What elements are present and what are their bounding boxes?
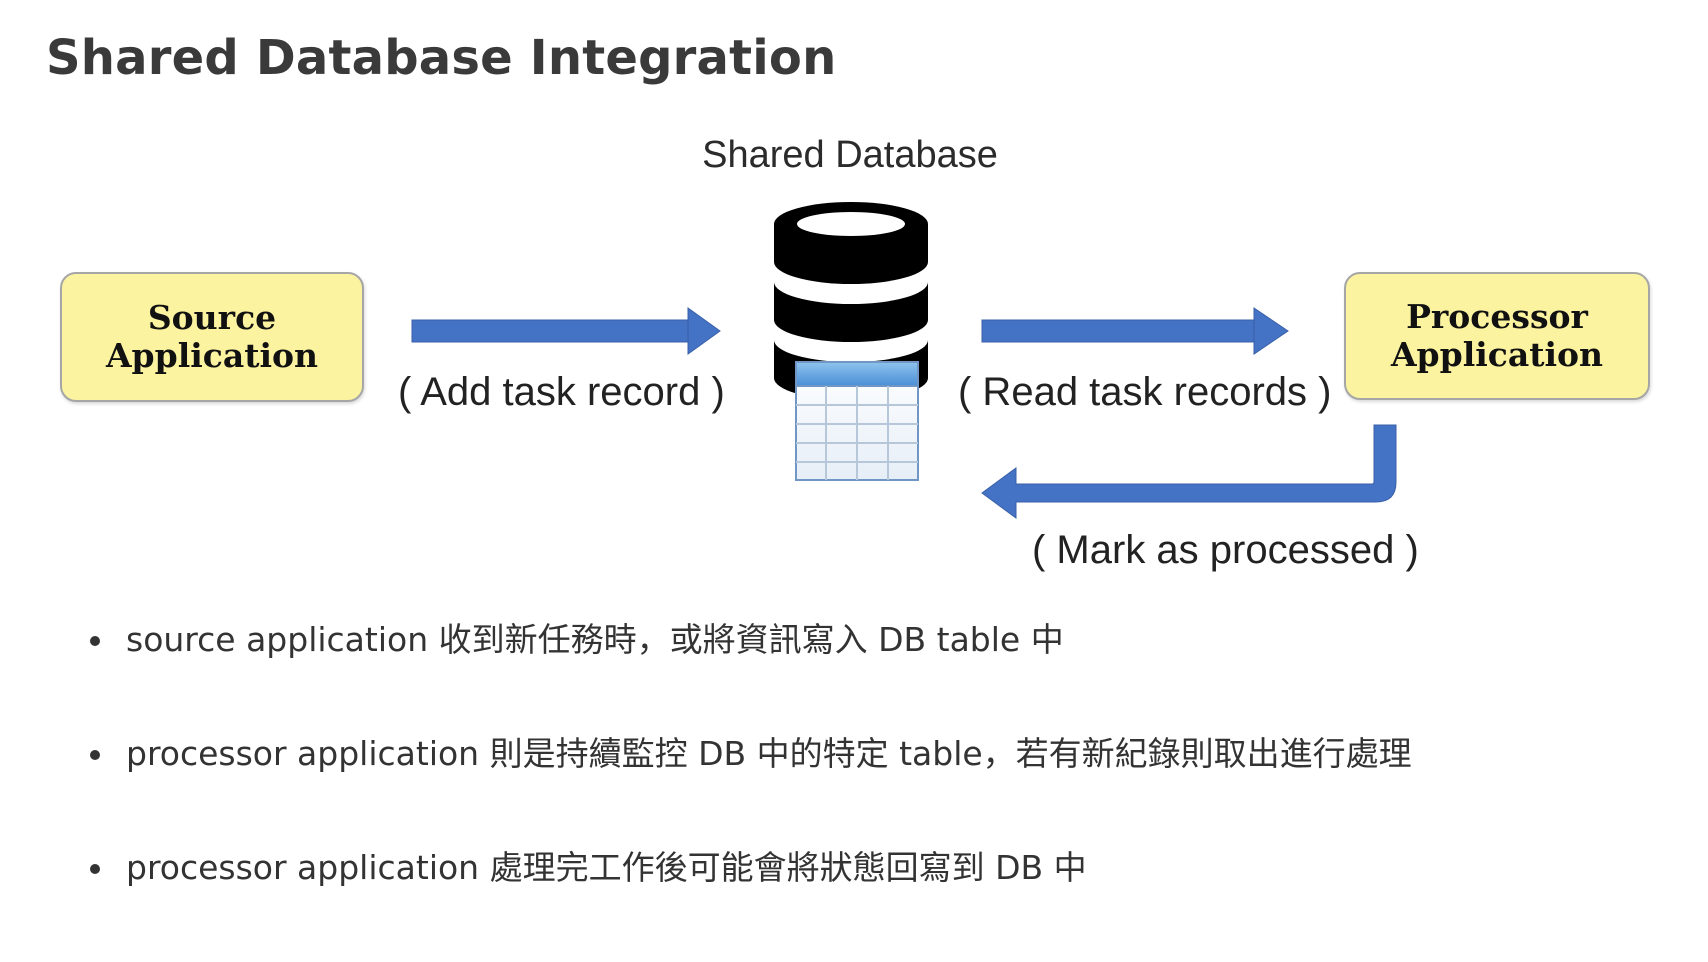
processor-app-line1: Processor [1406,297,1588,336]
bullet-icon [90,864,100,874]
bullet-icon [90,636,100,646]
processor-application-box: Processor Application [1344,272,1650,400]
source-app-line1: Source [147,298,277,337]
arrow-mark-processed [981,424,1397,519]
bullet-text: source application 收到新任務時，或將資訊寫入 DB tabl… [126,620,1064,659]
page-title: Shared Database Integration [46,30,837,86]
bullet-icon [90,750,100,760]
processor-app-line2: Application [1390,335,1604,374]
source-app-line2: Application [105,336,319,375]
bullet-text: processor application 則是持續監控 DB 中的特定 tab… [126,734,1412,773]
source-application-box: Source Application [60,272,364,402]
list-item: processor application 處理完工作後可能會將狀態回寫到 DB… [86,848,1412,962]
arrow-read-task [981,307,1289,355]
database-label: Shared Database [702,134,998,176]
integration-diagram: Shared Database Source Application Proce… [0,120,1708,600]
diagram-graphics [411,202,1397,519]
arrow-add-task [411,307,721,355]
list-item: source application 收到新任務時，或將資訊寫入 DB tabl… [86,620,1412,734]
add-task-label: ( Add task record ) [398,370,725,414]
bullet-text: processor application 處理完工作後可能會將狀態回寫到 DB… [126,848,1087,887]
list-item: processor application 則是持續監控 DB 中的特定 tab… [86,734,1412,848]
mark-processed-label: ( Mark as processed ) [1032,528,1419,572]
read-task-label: ( Read task records ) [958,370,1332,414]
table-grid-icon [795,361,919,481]
bullet-list: source application 收到新任務時，或將資訊寫入 DB tabl… [86,620,1412,962]
